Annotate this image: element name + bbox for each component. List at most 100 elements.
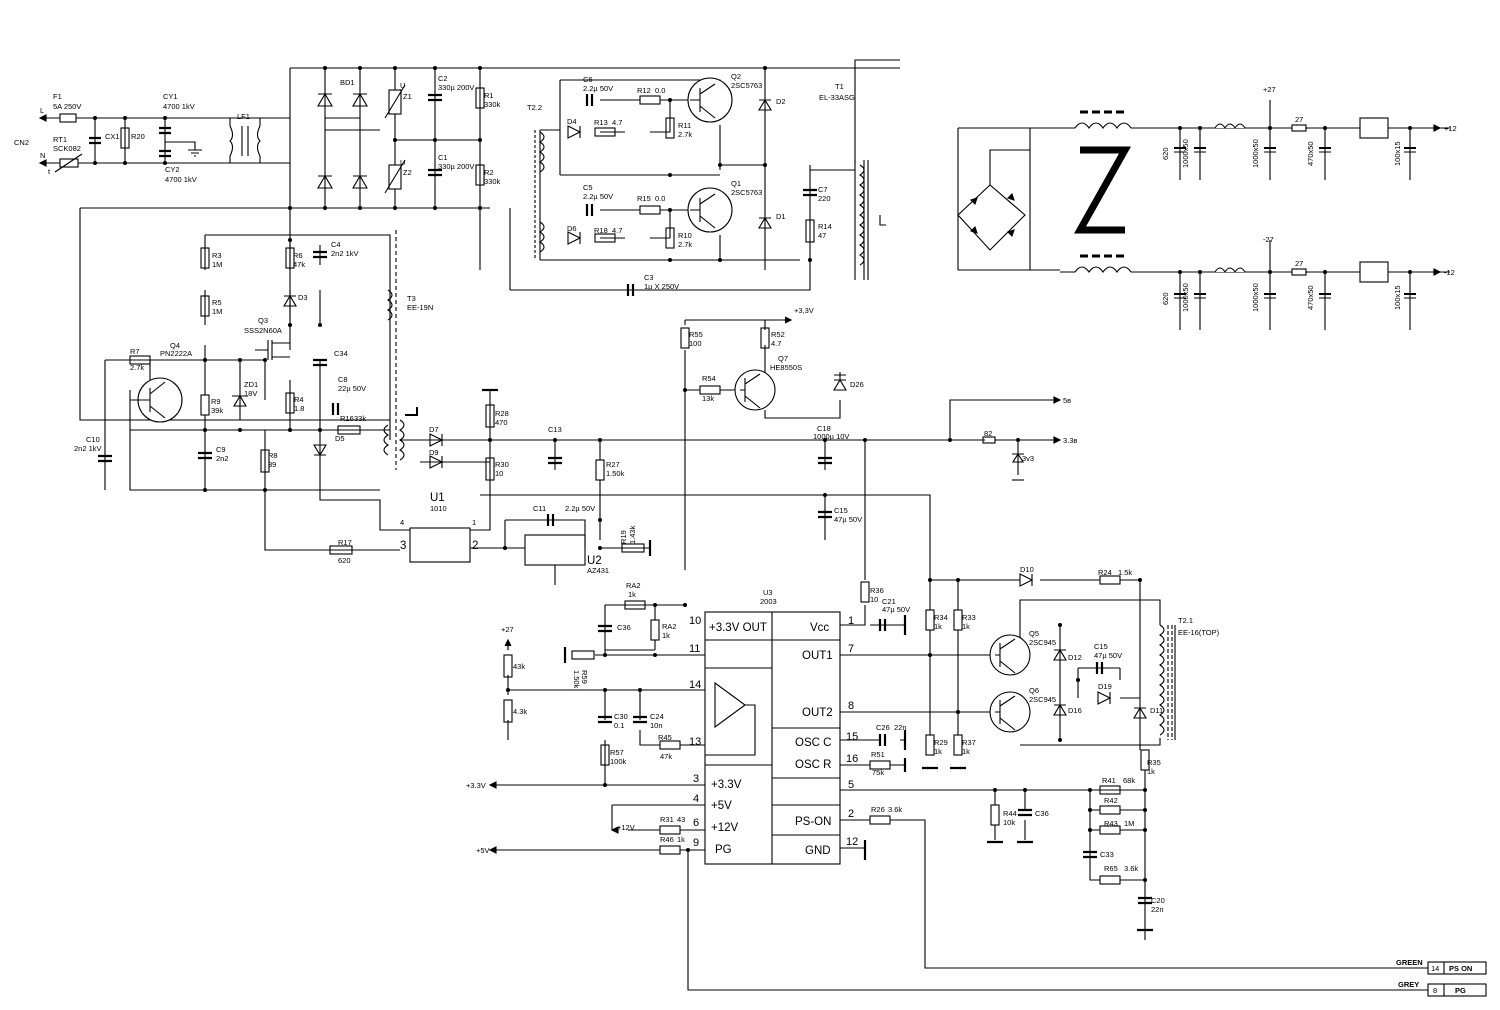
resistor-r42-symbol — [1099, 805, 1121, 815]
label-u2: U2 — [587, 555, 602, 567]
label-r11-val: 2.7k — [678, 130, 692, 139]
label-d6: D6 — [567, 224, 577, 233]
connector-symbol — [1427, 961, 1487, 997]
u3-pin5: 5 — [848, 779, 854, 791]
u3-label-33: +3.3V — [711, 779, 742, 791]
label-d10: D10 — [1020, 565, 1034, 574]
thermistor-rt1-symbol — [54, 153, 83, 173]
label-r12: R12 — [637, 86, 651, 95]
label-r57: R57 — [610, 748, 624, 757]
label-c6-val: 2.2µ 50V — [583, 84, 613, 93]
label-r37: R37 — [962, 738, 976, 747]
diode-d4-symbol — [567, 125, 582, 139]
u3-pin6: 6 — [693, 817, 699, 829]
capacitor-c36a-symbol — [598, 624, 612, 633]
label-r17: R17 — [338, 538, 352, 547]
diode-d1-symbol — [758, 216, 772, 229]
supply-arrow-up-icon — [504, 638, 512, 650]
label-r11: R11 — [678, 121, 691, 130]
label-r3: R3 — [212, 251, 222, 260]
diode-d7-symbol — [429, 433, 444, 447]
resistor-r52-symbol — [760, 327, 770, 349]
label-u1-pin2: 2 — [472, 540, 478, 552]
label-u1-pin1: 1 — [472, 518, 476, 527]
label-r2-val: 330k — [484, 177, 501, 186]
resistor-ra2-side-symbol — [650, 619, 660, 641]
label-c18: C18 — [817, 424, 831, 433]
label-r4: R4 — [294, 395, 304, 404]
label-r36-val: 10 — [870, 595, 878, 604]
label-r28: R28 — [495, 409, 509, 418]
capacitor-c2-symbol — [428, 93, 442, 102]
capacitor-c26-symbol — [878, 730, 907, 750]
label-q5: Q5 — [1029, 629, 1039, 638]
label-pin14: 14 — [1431, 964, 1439, 973]
resistor-r4-symbol — [285, 392, 295, 414]
label-u3: U3 — [763, 588, 773, 597]
label-sup-p27: +27 — [501, 625, 514, 634]
label-c24-val: 10n — [650, 721, 663, 730]
u3-label-vcc: Vcc — [810, 622, 829, 634]
label-t1-val: EL-33ASG — [819, 93, 855, 102]
capacitor-c13-symbol — [548, 456, 562, 465]
label-zd1: ZD1 — [244, 380, 258, 389]
label-r28-val: 470 — [495, 418, 508, 427]
transistor-q6-symbol — [989, 691, 1031, 733]
label-d11: D11 — [1150, 706, 1163, 715]
label-c5-val: 2.2µ 50V — [583, 192, 613, 201]
transistor-q7-symbol — [734, 369, 776, 411]
label-c15-val: 47µ 50V — [1094, 651, 1122, 660]
label-c26: C26 — [876, 723, 890, 732]
label-q6: Q6 — [1029, 686, 1039, 695]
diode-d16-symbol — [1053, 703, 1067, 716]
labels-u3: U3 2003 10 11 14 13 3 4 6 9 1 7 8 15 16 … — [689, 588, 858, 857]
label-r13: R13 — [594, 118, 608, 127]
capacitor-c7-symbol — [803, 188, 817, 197]
u3-label-12: +12V — [711, 822, 739, 834]
label-r13-val: 4.7 — [612, 118, 622, 127]
label-r27a: 27 — [1295, 115, 1303, 124]
label-c4-val: 2n2 1kV — [331, 249, 359, 258]
u3-label-out1: OUT1 — [802, 650, 833, 662]
resistor-r13-symbol — [594, 127, 616, 137]
capacitor-c11-symbol — [546, 514, 555, 526]
capacitor-c24-symbol — [633, 715, 647, 724]
label-r14: R14 — [818, 222, 832, 231]
label-t22: T2.2 — [527, 103, 542, 112]
capacitor-c5-symbol — [585, 204, 594, 216]
capacitor-c6-symbol — [585, 94, 594, 106]
label-r45: R45 — [658, 733, 672, 742]
label-r41: R41 — [1102, 776, 1116, 785]
output-choke-bottom-symbol — [1060, 254, 1140, 273]
label-r10: R10 — [678, 231, 692, 240]
label-r30-val: 10 — [495, 469, 503, 478]
label-ra2a-val: 1k — [628, 590, 636, 599]
bridge-rectifier-bd1-symbol — [317, 92, 368, 189]
ground-icon — [188, 149, 202, 157]
label-pin8: 8 — [1433, 986, 1437, 995]
label-t3: T3 — [407, 294, 416, 303]
diode-d2-symbol — [758, 98, 772, 111]
label-q2-val: 2SC5763 — [731, 81, 762, 90]
supply-arrow-icon — [685, 316, 793, 324]
label-c21: C21 — [882, 597, 896, 606]
label-c30: C30 — [614, 712, 628, 721]
label-r15-val: 0.0 — [655, 194, 665, 203]
label-r6: R6 — [293, 251, 303, 260]
u3-ic-symbol — [704, 611, 841, 865]
label-cy2-val: 4700 1kV — [165, 175, 197, 184]
u3-pin1: 1 — [848, 615, 854, 627]
label-c24: C24 — [650, 712, 664, 721]
labels-supervisor: RA2 1k RA2 1k C36 R59 1.50k +27 43k 4.3k… — [466, 581, 910, 855]
diode-d12-symbol — [1053, 648, 1067, 661]
capacitor-c21-symbol — [878, 615, 907, 635]
u3-pin11: 11 — [689, 643, 700, 655]
label-r7-val: 2.7k — [130, 363, 144, 372]
output-arrows-icon — [1053, 396, 1062, 444]
label-r36: R36 — [870, 586, 884, 595]
label-r55: R55 — [689, 330, 703, 339]
capacitor-c4-symbol — [313, 250, 327, 259]
label-rt1: RT1 — [53, 135, 67, 144]
output-choke-top-symbol — [1060, 110, 1140, 129]
